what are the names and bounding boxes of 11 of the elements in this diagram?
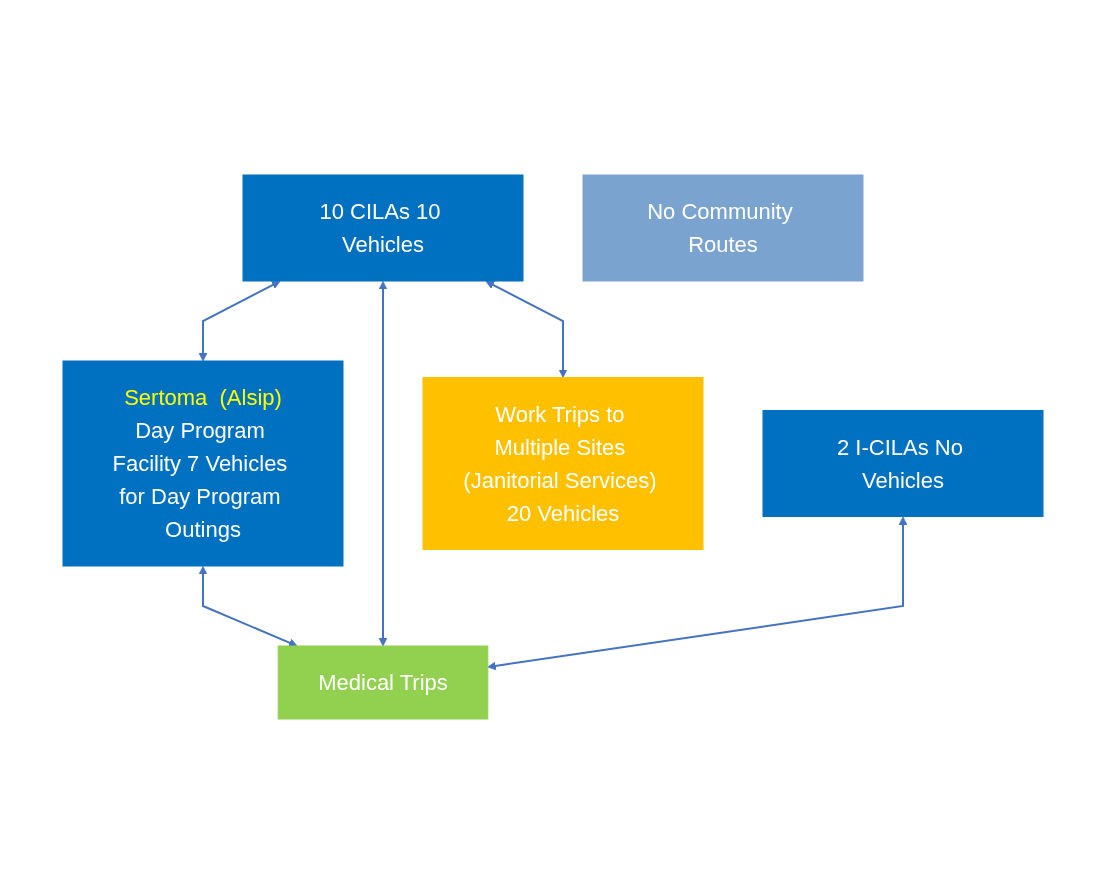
node-box: Medical Trips (277, 645, 488, 720)
arrow (198, 566, 297, 647)
arrow (485, 280, 567, 378)
node-box: 2 I-CILAs No Vehicles (762, 410, 1043, 517)
arrow (486, 516, 907, 671)
arrow (378, 281, 387, 647)
arrow (198, 280, 280, 362)
node-box: Sertoma (Alsip) Day Program Facility 7 Vehicles for Day Program Outings (62, 360, 343, 567)
node-box: 10 CILAs 10 Vehicles (242, 174, 523, 282)
node-box: No Community Routes (582, 174, 863, 282)
node-box: Work Trips to Multiple Sites (Janitorial Services) 20 Vehicles (422, 377, 703, 550)
